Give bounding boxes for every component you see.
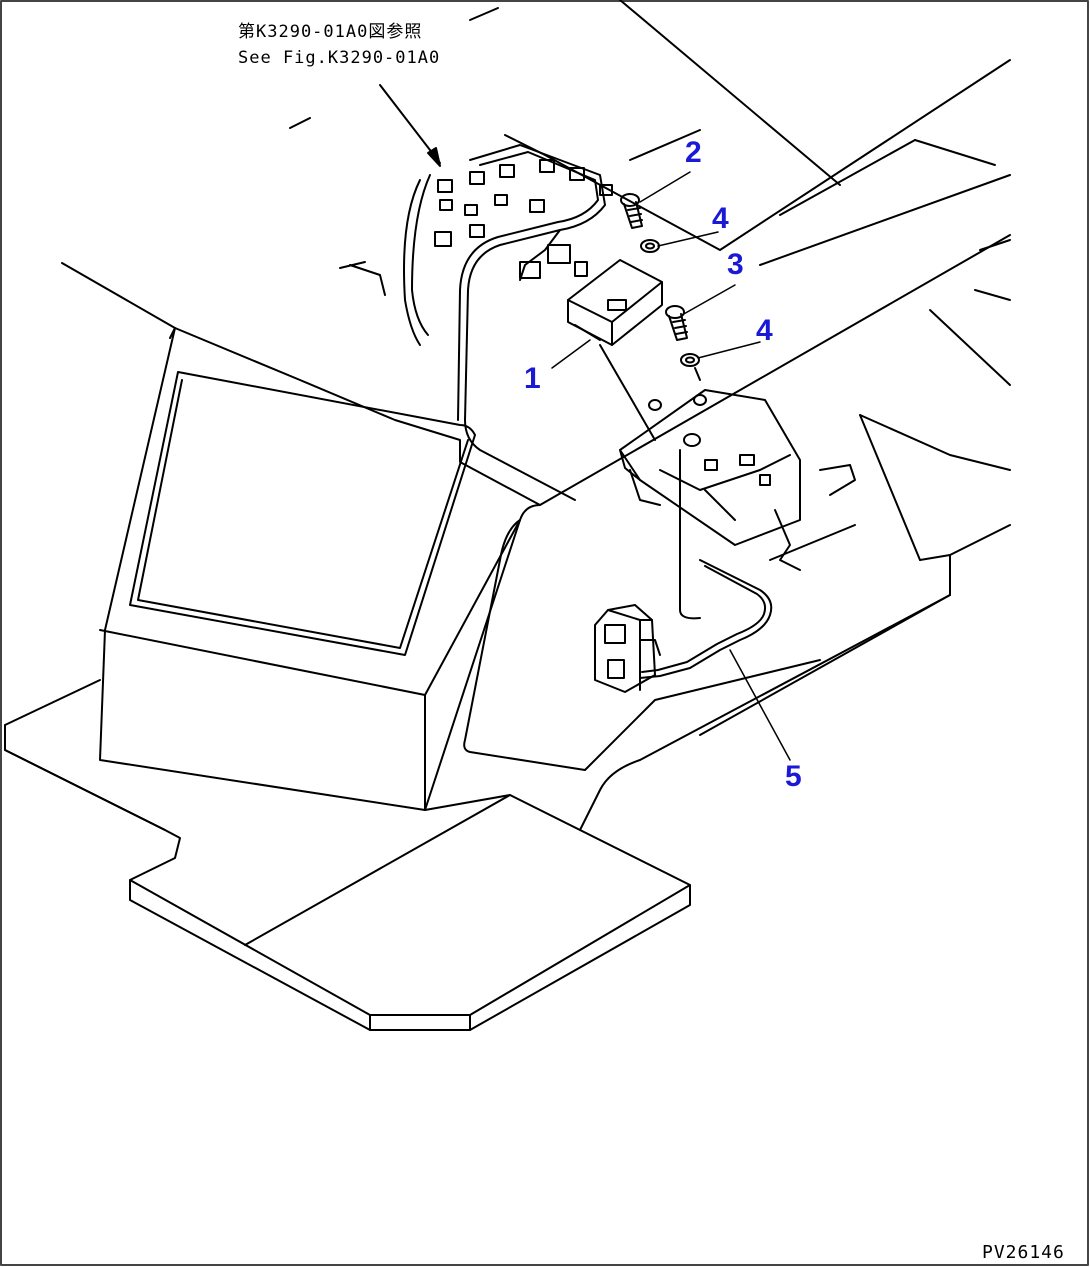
reference-leader [379, 7, 499, 167]
controller-unit [567, 259, 663, 441]
reference-note-jp: 第K3290-01A0図参照 [238, 22, 423, 42]
callout-4-lower[interactable]: 4 [756, 314, 773, 347]
bolts-and-washers [620, 193, 701, 381]
cab-roof [61, 0, 1011, 506]
harness-and-switch [594, 559, 773, 693]
callout-leaders [551, 171, 791, 761]
mounting-bracket [619, 389, 856, 620]
callout-5[interactable]: 5 [785, 760, 802, 793]
callout-4-upper[interactable]: 4 [712, 202, 729, 235]
drawing-id: PV26146 [982, 1242, 1065, 1263]
callout-3[interactable]: 3 [727, 248, 744, 281]
callout-1[interactable]: 1 [524, 362, 541, 395]
cab-body [99, 327, 921, 811]
callout-2[interactable]: 2 [685, 136, 702, 169]
cab-floor-deck [4, 524, 1011, 1031]
wiring-harness [339, 144, 613, 501]
reference-note-en: See Fig.K3290-01A0 [238, 48, 441, 68]
